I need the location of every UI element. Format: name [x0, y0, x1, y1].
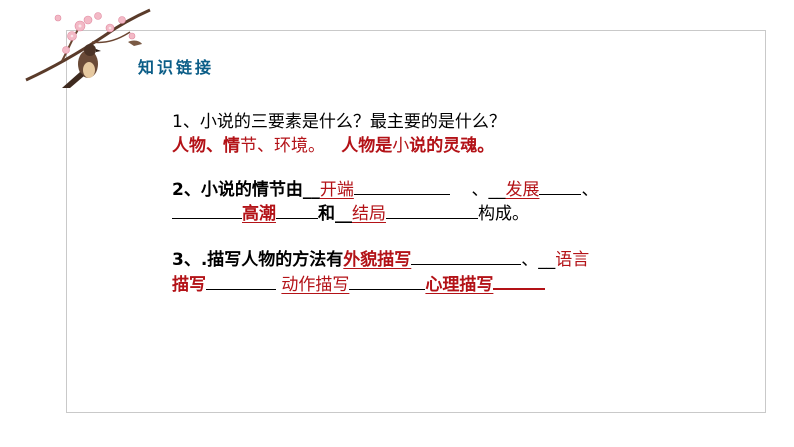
question-1: 1、小说的三要素是什么？最主要的是什么？ — [172, 110, 757, 134]
and-text: 和__ — [318, 204, 352, 224]
answer-blank — [206, 271, 276, 290]
answer-part: 说的灵魂。 — [409, 136, 495, 156]
slide-frame — [66, 30, 766, 413]
answer-opening: 开端 — [319, 180, 354, 200]
answer-psychology: 心理描写 — [425, 275, 494, 295]
separator: 、__ — [521, 250, 556, 270]
answer-language: 语言 — [555, 250, 590, 270]
answer-blank — [276, 200, 318, 219]
answer-ending: 结局 — [352, 204, 386, 224]
question-1-answer: 人物、情节、环境。 人物是小说的灵魂。 — [172, 134, 757, 158]
answer-blank — [411, 246, 522, 265]
bird-on-blossom-branch-icon — [25, 8, 151, 88]
answer-blank — [493, 270, 546, 290]
question-list: 1、小说的三要素是什么？最主要的是什么？ 人物、情节、环境。 人物是小说的灵魂。… — [172, 110, 757, 295]
section-title: 知识链接 — [138, 58, 215, 77]
answer-blank — [353, 176, 450, 195]
answer-action: 动作描写 — [281, 275, 350, 295]
question-3-prefix: 3、.描写人物的方法有 — [172, 250, 344, 270]
answer-part: 小 — [392, 136, 410, 156]
answer-climax: 高潮 — [242, 204, 276, 224]
answer-appearance: 外貌描写 — [343, 250, 412, 270]
separator: 、__ — [471, 180, 506, 200]
answer-blank — [386, 200, 478, 219]
answer-blank — [539, 176, 582, 195]
question-3: 3、.描写人物的方法有外貌描写 、__语言 — [172, 246, 757, 270]
question-2-continued: 高潮 和__结局 构成。 — [172, 200, 757, 224]
question-2-prefix: 2、小说的情节由__ — [172, 180, 320, 200]
answer-blank — [172, 200, 242, 219]
answer-part: 人物、情 — [172, 136, 240, 156]
question-2: 2、小说的情节由__开端 、__发展 、 — [172, 176, 757, 200]
answer-language-cont: 描写 — [172, 275, 206, 295]
question-1-text: 1、小说的三要素是什么？最主要的是什么？ — [172, 112, 506, 132]
question-3-continued: 描写 动作描写 心理描写 — [172, 270, 757, 295]
answer-part: 人物是 — [341, 136, 393, 156]
answer-blank — [349, 271, 426, 290]
answer-part: 节、环境。 — [240, 136, 325, 156]
separator: 、 — [581, 180, 599, 200]
answer-development: 发展 — [505, 180, 540, 200]
question-2-suffix: 构成。 — [478, 204, 529, 224]
